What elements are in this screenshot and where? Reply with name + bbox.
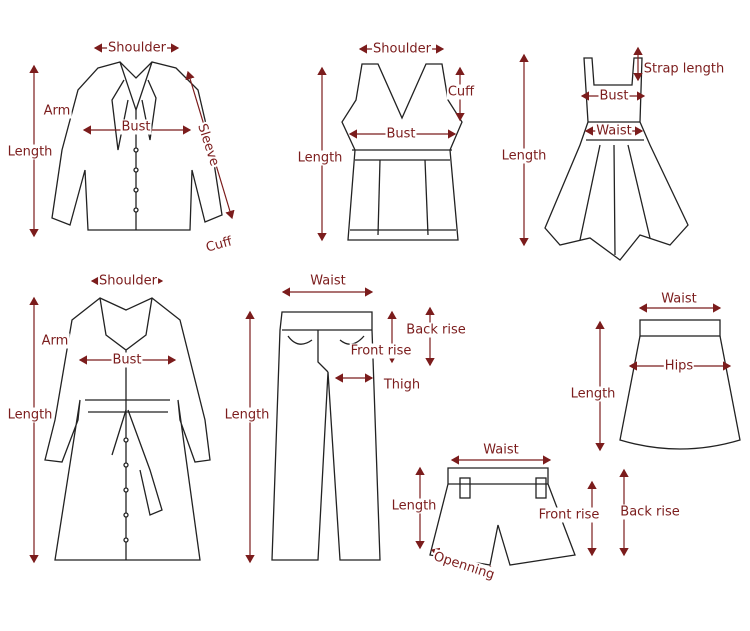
dress-bust-label: Bust xyxy=(598,88,630,104)
pants-length-label: Length xyxy=(223,407,271,423)
tank-shoulder-label: Shoulder xyxy=(372,41,432,57)
dress-length-label: Length xyxy=(500,148,548,164)
coat-drawing xyxy=(44,297,211,561)
coat-length-label: Length xyxy=(6,407,54,423)
coat-shoulder-label: Shoulder xyxy=(98,273,158,289)
blouse-bust-label: Bust xyxy=(120,119,152,135)
shorts-front-rise-label: Front rise xyxy=(537,507,601,523)
coat-bust-label: Bust xyxy=(111,352,143,368)
blouse-arm-label: Arm xyxy=(42,103,72,119)
tank-bust-label: Bust xyxy=(385,126,417,142)
pants-front-rise-label: Front rise xyxy=(349,343,413,359)
skirt-length-label: Length xyxy=(569,386,617,402)
pants-waist-label: Waist xyxy=(309,273,347,289)
blouse-drawing xyxy=(51,61,223,231)
dress-waist-label: Waist xyxy=(595,123,633,139)
shorts-length-label: Length xyxy=(390,498,438,514)
coat-arm-label: Arm xyxy=(40,333,70,349)
skirt-drawing xyxy=(619,319,741,450)
dress-drawing xyxy=(544,57,689,261)
tank-top-drawing xyxy=(341,63,463,241)
blouse-length-label: Length xyxy=(6,144,54,160)
shorts-back-rise-label: Back rise xyxy=(619,504,681,520)
shorts-drawing xyxy=(429,467,576,566)
shorts-waist-label: Waist xyxy=(482,442,520,458)
blouse-shoulder-label: Shoulder xyxy=(107,40,167,56)
skirt-waist-label: Waist xyxy=(660,291,698,307)
tank-cuff-label: Cuff xyxy=(446,84,476,100)
tank-length-label: Length xyxy=(296,150,344,166)
pants-back-rise-label: Back rise xyxy=(405,322,467,338)
pants-thigh-label: Thigh xyxy=(382,377,422,393)
skirt-hips-label: Hips xyxy=(663,358,695,374)
dress-strap-length-label: Strap length xyxy=(642,61,726,77)
